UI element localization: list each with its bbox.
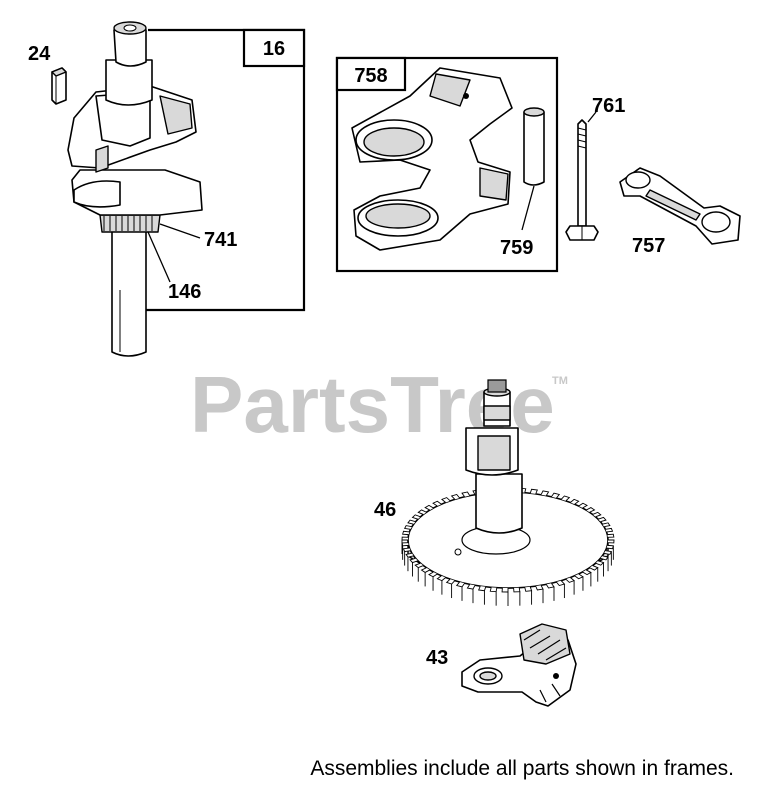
gear-tooth <box>403 525 412 530</box>
gear-tooth <box>600 555 609 561</box>
camshaft-part[interactable] <box>401 379 615 606</box>
gear-teeth <box>401 487 615 606</box>
gear-tooth <box>436 575 446 582</box>
gear-tooth <box>582 569 592 576</box>
connecting-rod-cap-part[interactable] <box>619 167 741 245</box>
connecting-rod-part[interactable] <box>351 67 513 251</box>
gear-tooth <box>441 497 451 503</box>
callout-759: 759 <box>500 237 533 259</box>
gear-tooth <box>417 509 427 515</box>
gear-tooth <box>445 578 456 585</box>
footnote: Assemblies include all parts shown in fr… <box>310 757 734 780</box>
gear-tooth <box>607 533 615 538</box>
frame-rod-assembly[interactable]: 758 <box>335 56 559 273</box>
gear-tooth <box>565 577 575 583</box>
gear-tooth <box>401 542 409 547</box>
gear-tooth <box>402 530 410 536</box>
gear-tooth <box>585 507 596 513</box>
gear-tooth <box>540 490 550 496</box>
gear-tooth <box>414 562 424 569</box>
rod-pin-part[interactable] <box>523 107 545 186</box>
gear-tooth <box>407 519 416 525</box>
gear-tooth <box>513 587 521 593</box>
gear-tooth <box>501 587 509 593</box>
gear-tooth <box>478 585 487 592</box>
gear-tooth <box>466 584 476 590</box>
gear-tooth <box>570 498 580 505</box>
gear-tooth <box>545 582 555 589</box>
gear-tooth <box>560 495 571 502</box>
callout-757: 757 <box>632 235 665 257</box>
frame-label-758: 758 <box>354 65 387 87</box>
gear-tooth <box>420 567 431 573</box>
gear-tooth <box>402 547 411 553</box>
gear-tooth <box>604 550 613 555</box>
callout-761: 761 <box>592 95 625 117</box>
frame-crankshaft-assembly[interactable]: 16 <box>145 28 306 312</box>
gear-tooth <box>607 539 615 544</box>
callout-46: 46 <box>374 499 396 521</box>
gear-tooth <box>597 516 607 523</box>
callout-43: 43 <box>426 647 448 669</box>
gear-tooth <box>578 502 588 509</box>
gear-tooth <box>450 493 460 500</box>
watermark-tm: TM <box>552 375 568 387</box>
gear-tooth <box>489 587 498 593</box>
gear-tooth <box>461 491 471 498</box>
callout-146: 146 <box>168 281 201 303</box>
gear-tooth <box>592 511 602 518</box>
governor-part[interactable] <box>461 623 577 707</box>
gear-tooth <box>556 580 566 587</box>
gear-tooth <box>432 500 442 507</box>
gear-tooth <box>606 544 614 550</box>
gear-tooth <box>574 573 584 580</box>
frame-label-16: 16 <box>263 38 285 60</box>
gear-tooth <box>455 581 465 588</box>
gear-tooth <box>595 560 605 566</box>
gear-tooth <box>605 527 614 533</box>
gear-tooth <box>405 552 414 558</box>
gear-tooth <box>529 488 538 495</box>
gear-tooth <box>409 557 419 564</box>
callout-24: 24 <box>28 43 51 65</box>
crankshaft-part[interactable] <box>67 21 203 357</box>
gear-tooth <box>589 565 599 571</box>
key-part[interactable] <box>51 67 67 105</box>
bolt-part[interactable] <box>565 119 599 241</box>
gear-tooth <box>424 504 434 511</box>
gear-tooth <box>428 571 438 578</box>
callout-741: 741 <box>204 229 237 251</box>
gear-tooth <box>602 522 611 528</box>
gear-tooth <box>524 586 533 592</box>
gear-tooth <box>411 514 421 520</box>
gear-tooth <box>535 585 544 591</box>
gear-tooth <box>401 536 409 541</box>
gear-tooth <box>551 492 561 499</box>
